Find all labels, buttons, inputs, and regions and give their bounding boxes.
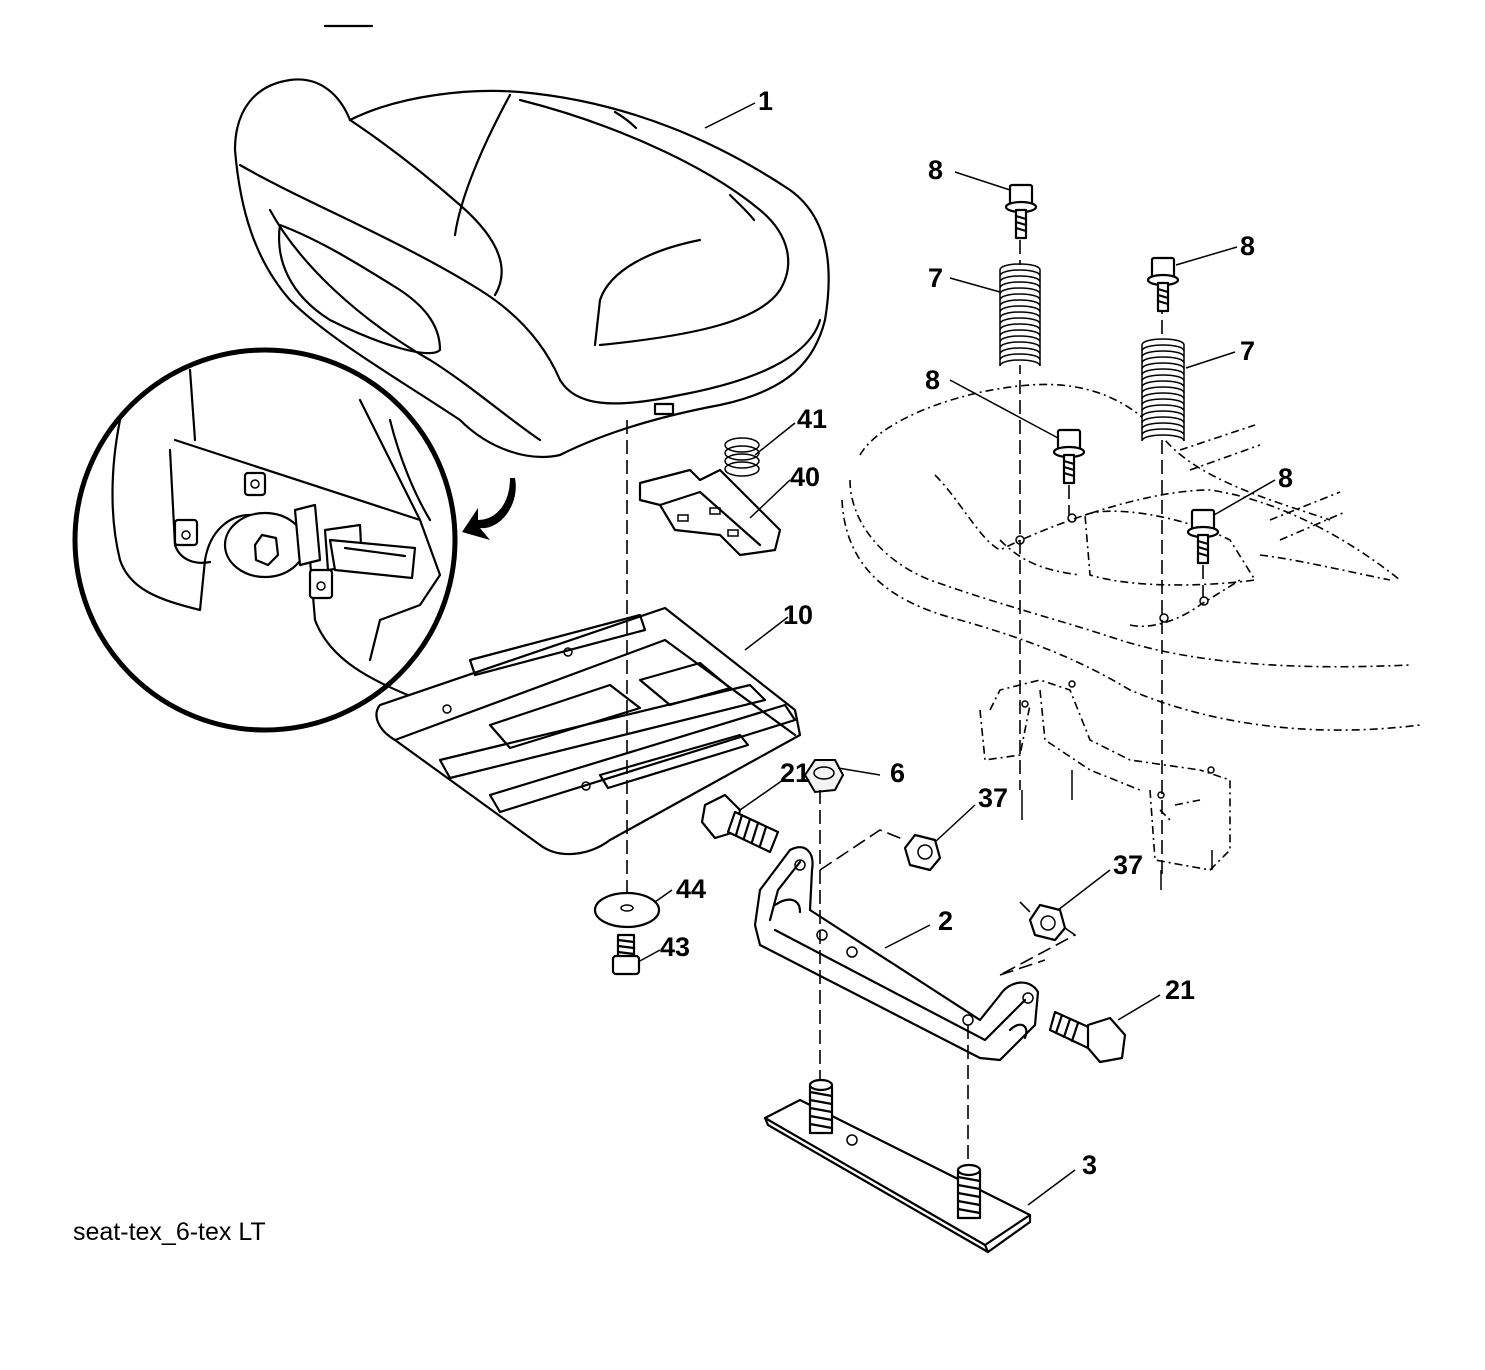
bracket-part-2 (753, 846, 1040, 1062)
nut-part-6 (803, 759, 845, 794)
callout-label-40: 40 (790, 462, 821, 492)
nut-part-37-upper (819, 829, 942, 872)
detail-arrow-icon (462, 478, 516, 540)
seat-pan-part-10 (375, 606, 802, 856)
callout-label-6: 6 (890, 758, 906, 788)
callout-label-3: 3 (1082, 1150, 1098, 1180)
screw-part-8-top-right (1146, 256, 1180, 313)
washer-part-44 (593, 891, 661, 929)
bolt-part-43 (611, 933, 641, 976)
callout-label-7: 7 (1240, 336, 1256, 366)
callout-label-8: 8 (925, 365, 941, 395)
callout-label-10: 10 (783, 600, 814, 630)
callout-label-37: 37 (978, 783, 1009, 813)
screw-part-8-mid-left (1052, 428, 1086, 515)
bracket-part-40 (638, 468, 782, 557)
callout-label-1: 1 (758, 86, 774, 116)
callout-label-44: 44 (676, 874, 707, 904)
detail-view-circle (72, 347, 458, 733)
callout-label-21: 21 (780, 758, 811, 788)
figure-caption: seat-tex_6-tex LT (73, 1218, 266, 1246)
screw-part-8-mid-right (1186, 508, 1220, 598)
callout-label-2: 2 (938, 906, 954, 936)
callout-label-37: 37 (1113, 850, 1144, 880)
callout-label-8: 8 (928, 155, 944, 185)
chassis-frame-dashed (841, 383, 1421, 890)
nut-part-37-lower (999, 901, 1077, 976)
bolt-part-21-left (700, 793, 780, 854)
callout-label-43: 43 (660, 932, 691, 962)
plate-part-3 (763, 1078, 1032, 1254)
callout-leader-lines (637, 102, 1276, 1206)
callout-label-21: 21 (1165, 975, 1196, 1005)
bolt-axis-line (999, 959, 1046, 976)
callout-label-8: 8 (1240, 231, 1256, 261)
screw-part-8-top-left (1004, 183, 1038, 240)
seat-part-1 (233, 78, 830, 459)
spring-part-7-right (1141, 338, 1185, 442)
callout-label-41: 41 (797, 404, 828, 434)
callout-label-8: 8 (1278, 463, 1294, 493)
bolt-part-21-right (1048, 1010, 1127, 1064)
spring-part-41 (724, 437, 760, 477)
callout-label-7: 7 (928, 263, 944, 293)
spring-part-7-left (999, 263, 1041, 367)
